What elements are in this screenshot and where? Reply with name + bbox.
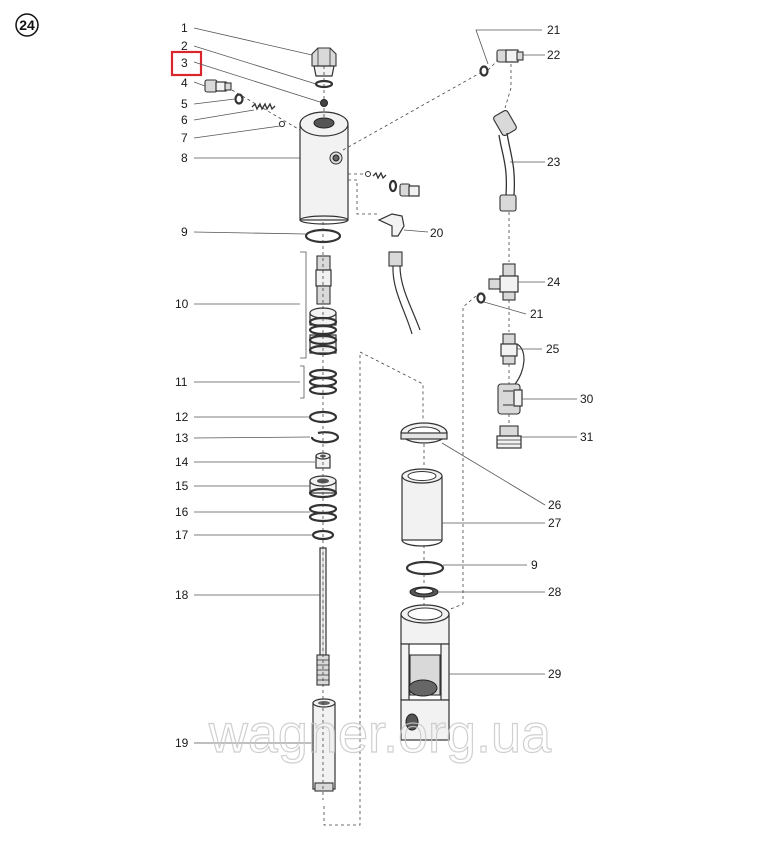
- callout-21-lower: 21: [530, 307, 544, 321]
- part-22-fitting: [496, 49, 524, 63]
- callout-12: 12: [175, 410, 189, 424]
- callout-14: 14: [175, 455, 189, 469]
- callout-28: 28: [548, 585, 562, 599]
- callout-18: 18: [175, 588, 189, 602]
- figure-number-badge: 24: [15, 13, 39, 37]
- callout-8: 8: [181, 151, 188, 165]
- part-30-pressure-sensor: [497, 383, 523, 415]
- leader-lines: [193, 27, 577, 744]
- callout-24: 24: [547, 275, 561, 289]
- part-19-cylinder-sleeve: [312, 698, 336, 792]
- callout-21-upper: 21: [547, 23, 561, 37]
- callout-13: 13: [175, 431, 189, 445]
- part-31-fitting: [496, 425, 522, 449]
- callout-30: 30: [580, 392, 594, 406]
- part-8-pump-body: [299, 111, 349, 225]
- mid-o-ring: [388, 179, 398, 193]
- callout-1: 1: [181, 21, 188, 35]
- part-28-wiper-ring: [409, 586, 439, 598]
- part-14-sleeve: [315, 452, 331, 469]
- callout-2: 2: [181, 39, 188, 53]
- part-23-bent-tube: [493, 110, 517, 212]
- part-1-cap: [311, 47, 337, 77]
- part-7-ball: [278, 120, 286, 128]
- callout-7: 7: [181, 131, 188, 145]
- part-5-o-ring: [234, 93, 244, 105]
- part-25-fitting: [500, 333, 525, 385]
- callout-20: 20: [430, 226, 444, 240]
- callout-5: 5: [181, 97, 188, 111]
- callout-3: 3: [181, 56, 188, 70]
- callout-9-lower: 9: [531, 558, 538, 572]
- callout-27: 27: [548, 516, 562, 530]
- part-21-o-ring-upper: [479, 65, 489, 77]
- callout-22: 22: [547, 48, 561, 62]
- highlight-box: [170, 50, 203, 77]
- part-6-spring: [251, 102, 276, 111]
- part-9-o-ring-lower: [405, 560, 445, 576]
- callout-25: 25: [546, 342, 560, 356]
- mid-spring: [372, 171, 387, 180]
- part-20-elbow-hose: [377, 213, 421, 335]
- callout-9: 9: [181, 225, 188, 239]
- assembly-dashed-lines: [231, 59, 512, 826]
- callout-29: 29: [548, 667, 562, 681]
- callout-6: 6: [181, 113, 188, 127]
- part-27-cylinder: [401, 468, 443, 547]
- mid-fitting: [399, 183, 420, 197]
- callout-labels: 1 2 3 4 5 6 7 8 9 10 11 12 13 14 15 16 1…: [175, 21, 594, 750]
- part-18-piston-rod: [316, 547, 330, 686]
- part-24-tee-fitting: [488, 263, 519, 301]
- svg-text:24: 24: [19, 17, 35, 33]
- part-13-snap-ring: [310, 431, 340, 444]
- part-21-o-ring-lower: [476, 292, 486, 304]
- callout-17: 17: [175, 528, 189, 542]
- callout-16: 16: [175, 505, 189, 519]
- callout-19: 19: [175, 736, 189, 750]
- part-4-fitting: [204, 79, 232, 93]
- callout-10: 10: [175, 297, 189, 311]
- part-26-ring-nut: [400, 422, 448, 444]
- part-29-pump-housing: [400, 604, 450, 741]
- callout-26: 26: [548, 498, 562, 512]
- callout-15: 15: [175, 479, 189, 493]
- callout-31: 31: [580, 430, 594, 444]
- callout-23: 23: [547, 155, 561, 169]
- mid-ball: [365, 171, 371, 177]
- callout-4: 4: [181, 76, 188, 90]
- watermark: wagner.org.ua: [208, 704, 552, 764]
- callout-11: 11: [175, 375, 188, 389]
